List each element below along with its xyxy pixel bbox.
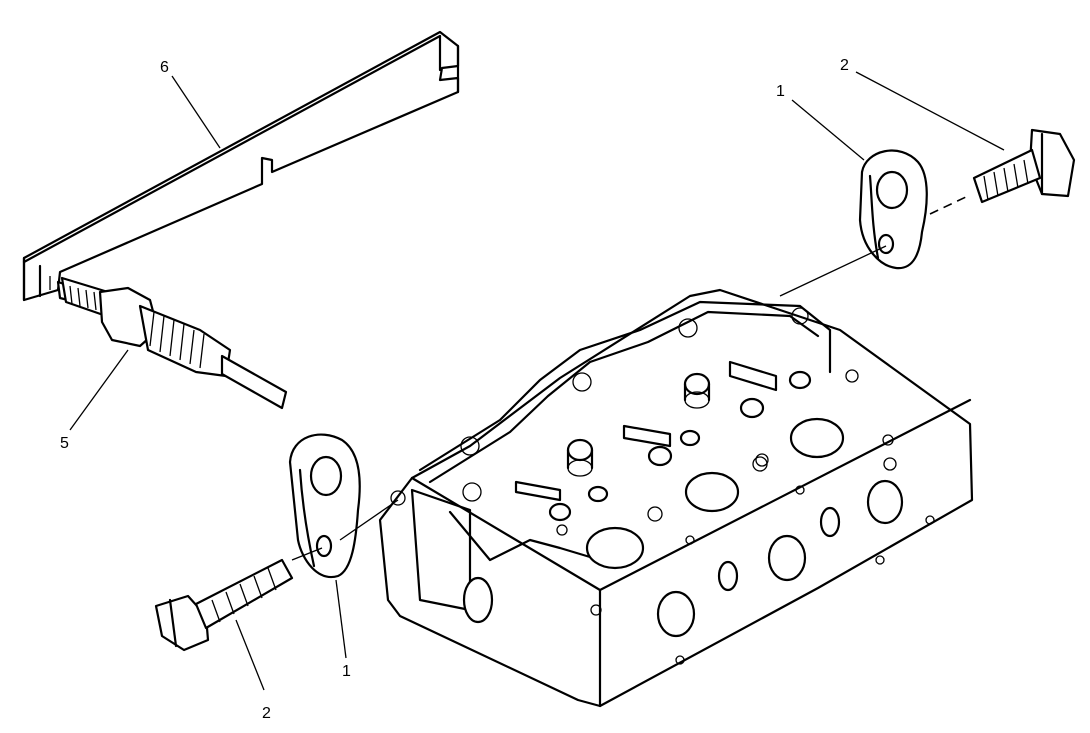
assembly-lines	[49, 195, 969, 561]
callout-2-top: 2	[840, 57, 849, 74]
leader-5	[69, 349, 129, 431]
callout-1-top: 1	[776, 83, 785, 100]
leader-2-bottom	[235, 619, 265, 691]
part-5-glow-plug	[56, 276, 288, 410]
callout-2-bottom: 2	[262, 705, 271, 722]
leader-2-top	[855, 71, 1005, 151]
callout-labels: 6 5 1 2 1 2	[60, 57, 849, 722]
callout-5: 5	[60, 435, 69, 452]
leader-1-top	[791, 99, 865, 161]
leader-6	[171, 75, 221, 149]
part-6-flat-bar	[22, 30, 460, 302]
part-1-lifting-eye-bottom	[288, 433, 361, 579]
cylinder-head	[378, 288, 974, 708]
callout-1-bottom: 1	[342, 663, 351, 680]
part-1-lifting-eye-top	[858, 149, 928, 270]
leader-1-bottom	[335, 579, 347, 659]
leader-lines	[69, 71, 1005, 691]
part-2-bolt-top	[972, 128, 1076, 204]
callout-6: 6	[160, 59, 169, 76]
part-2-bolt-bottom	[154, 558, 294, 652]
